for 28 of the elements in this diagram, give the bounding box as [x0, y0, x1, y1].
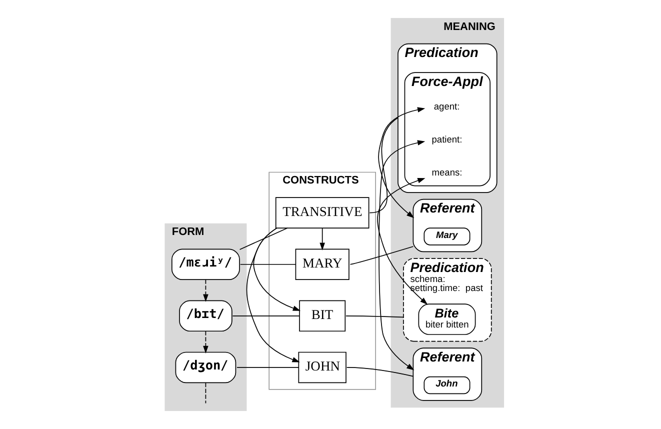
arrow — [378, 107, 425, 218]
connector — [349, 246, 414, 265]
arrow — [202, 330, 208, 354]
connector — [239, 264, 296, 265]
connector — [346, 367, 414, 377]
node-box: TRANSITIVE — [274, 197, 369, 228]
connector — [238, 228, 288, 250]
node-box: John — [423, 376, 470, 394]
connector — [345, 316, 404, 318]
node-box: BIT — [298, 300, 346, 332]
node-text: patient: — [431, 134, 462, 144]
node-box: Bite biter bitten — [418, 304, 476, 335]
node-box: JOHN — [298, 352, 346, 384]
node-box: /mɛɹiʸ/ — [170, 248, 240, 280]
node-box: /dʒon/ — [174, 352, 236, 384]
arrow — [378, 140, 425, 370]
node-text: agent: — [433, 102, 460, 112]
arrow — [246, 228, 300, 362]
arrow — [376, 178, 428, 305]
node-box: Mary — [423, 228, 470, 246]
connector — [204, 382, 206, 404]
connector — [236, 367, 298, 368]
connector — [368, 117, 398, 214]
node-text: means: — [431, 167, 462, 178]
arrow — [319, 228, 324, 250]
node-box: MARY — [294, 248, 349, 280]
node-box: /bɪt/ — [178, 300, 232, 332]
arrow — [202, 279, 208, 302]
